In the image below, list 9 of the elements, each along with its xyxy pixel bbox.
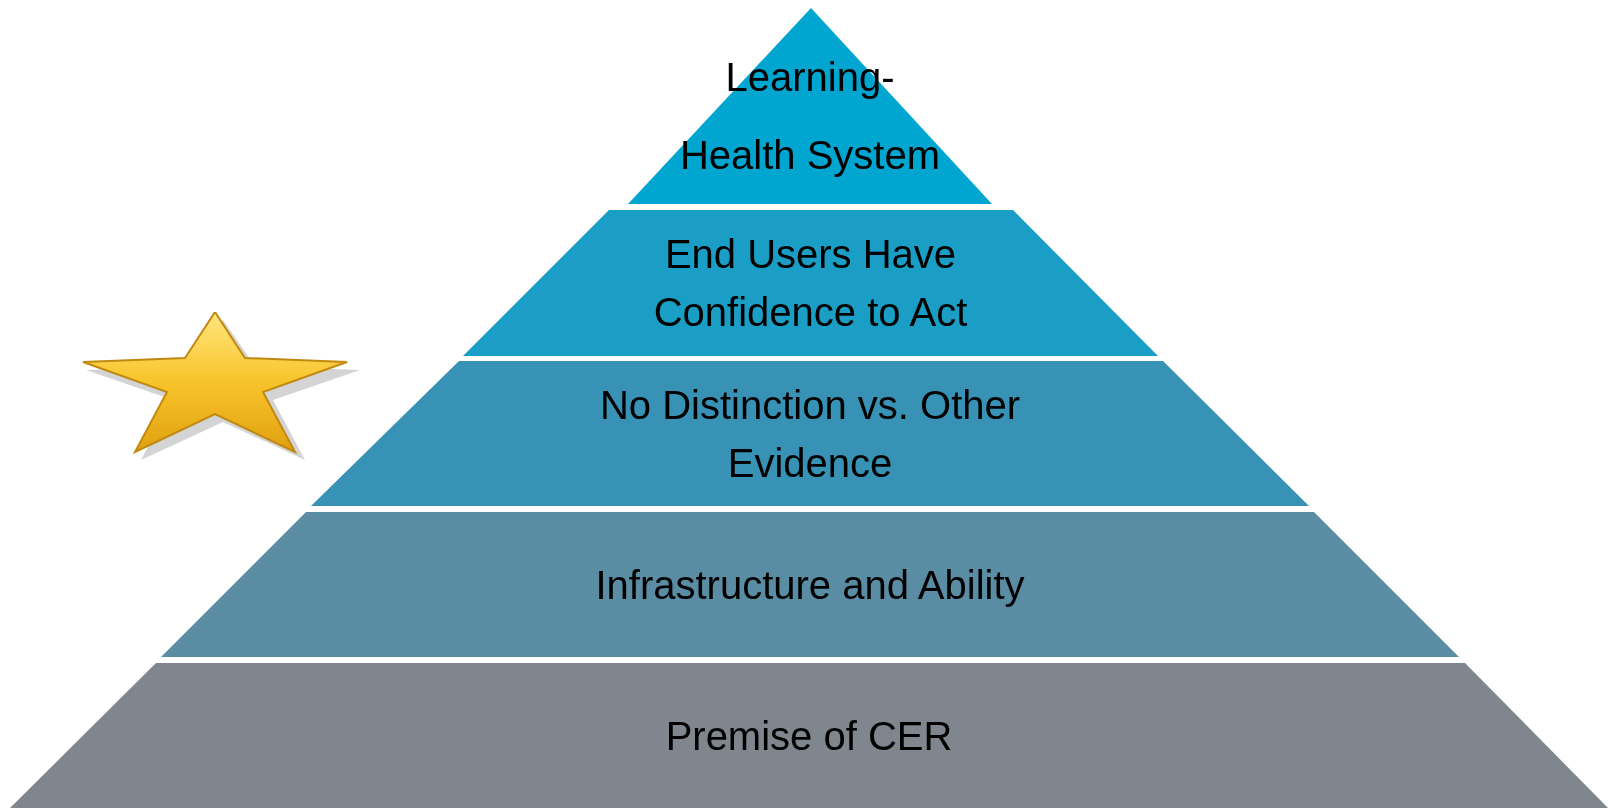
pyramid-tier — [463, 210, 1158, 356]
pyramid-tier — [161, 512, 1459, 657]
pyramid-tier — [311, 361, 1309, 506]
tier-label: Premise of CER — [664, 712, 954, 760]
pyramid-apex — [628, 8, 992, 204]
tier-label: Infrastructure and Ability — [594, 561, 1026, 609]
pyramid-tier — [10, 663, 1608, 808]
tier-label: No Distinction vs. Other Evidence — [598, 381, 1022, 487]
tier-label: End Users Have Confidence to Act — [652, 231, 969, 336]
